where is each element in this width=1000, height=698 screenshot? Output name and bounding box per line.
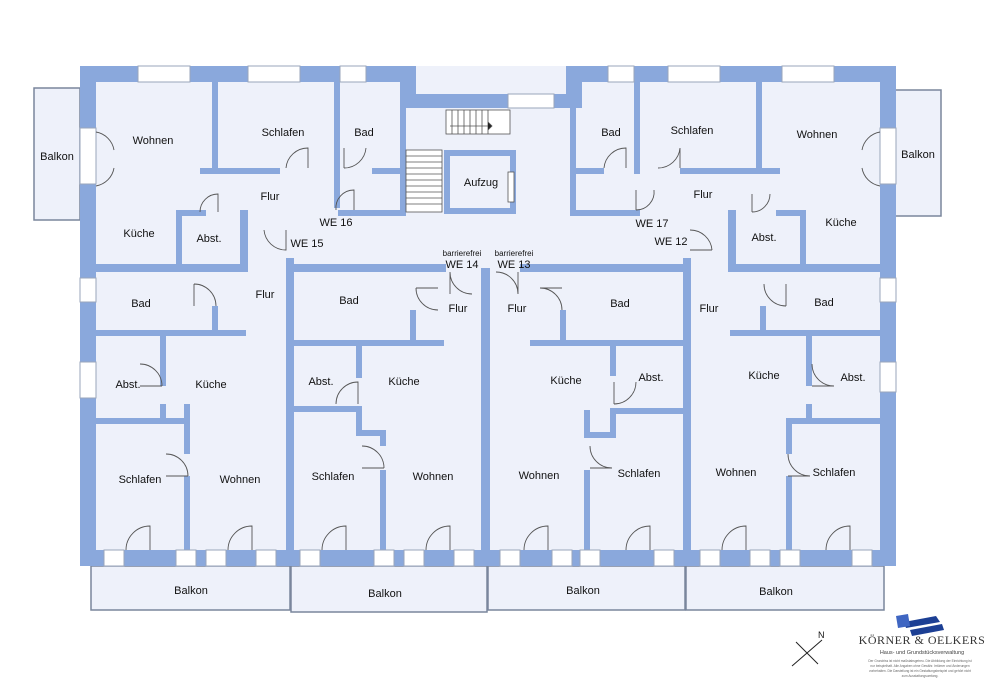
- accessible-label-we14: barrierefrei: [443, 249, 482, 258]
- room-label: Balkon: [40, 151, 74, 163]
- room-label: Bad: [610, 298, 630, 310]
- unit-label-we13: WE 13: [497, 259, 530, 271]
- unit-label-we15: WE 15: [290, 238, 323, 250]
- room-label: Flur: [261, 191, 280, 203]
- room-label: Wohnen: [133, 135, 174, 147]
- staircase: [405, 109, 515, 213]
- room-label: Schlafen: [671, 125, 714, 137]
- room-label: Balkon: [368, 588, 402, 600]
- room-label: Schlafen: [119, 474, 162, 486]
- room-label: Wohnen: [220, 474, 261, 486]
- unit-label-we12: WE 12: [654, 236, 687, 248]
- company-logo: KÖRNER & OELKERS Haus- und Grundstücksve…: [859, 614, 986, 678]
- room-label: Balkon: [174, 585, 208, 597]
- room-label: Schlafen: [618, 468, 661, 480]
- room-label: Bad: [814, 297, 834, 309]
- room-label: Küche: [825, 217, 856, 229]
- room-label: Abst.: [308, 376, 333, 388]
- room-label: Abst.: [115, 379, 140, 391]
- room-label: Flur: [256, 289, 275, 301]
- room-label: Wohnen: [716, 467, 757, 479]
- north-label: N: [818, 630, 825, 640]
- room-label: Wohnen: [797, 129, 838, 141]
- north-arrow: N: [791, 630, 825, 667]
- balcony-east: [894, 89, 942, 217]
- room-label: Küche: [123, 228, 154, 240]
- balcony-s2: [290, 565, 488, 613]
- room-label: Abst.: [751, 232, 776, 244]
- room-label: Bad: [601, 127, 621, 139]
- room-label: Balkon: [566, 585, 600, 597]
- room-label: Aufzug: [464, 177, 498, 189]
- room-label: Flur: [449, 303, 468, 315]
- room-label: Küche: [550, 375, 581, 387]
- balcony-s3: [487, 565, 686, 611]
- disclaimer-line: zum Ausstattungsumfang.: [902, 674, 939, 678]
- room-label: Abst.: [638, 372, 663, 384]
- walls: [80, 66, 896, 566]
- accessible-label-we13: barrierefrei: [495, 249, 534, 258]
- room-label: Flur: [700, 303, 719, 315]
- room-label: Bad: [131, 298, 151, 310]
- balcony-s1: [90, 565, 291, 611]
- room-label: Flur: [508, 303, 527, 315]
- room-label: Schlafen: [813, 467, 856, 479]
- disclaimer-line: nur beispielhaft. Alle Angaben ohne Gewä…: [870, 664, 969, 668]
- windows: [79, 65, 897, 567]
- disclaimer-line: Der Grundriss ist nicht maßstabsgetreu. …: [868, 659, 971, 663]
- room-label: Balkon: [901, 149, 935, 161]
- room-label: Bad: [354, 127, 374, 139]
- room-label: Bad: [339, 295, 359, 307]
- room-label: Küche: [195, 379, 226, 391]
- logo-subtitle: Haus- und Grundstücksverwaltung: [880, 650, 964, 656]
- room-label: Küche: [388, 376, 419, 388]
- balcony-s4: [685, 565, 885, 611]
- unit-label-we17: WE 17: [635, 218, 668, 230]
- room-label: Schlafen: [312, 471, 355, 483]
- unit-label-we16: WE 16: [319, 217, 352, 229]
- room-label: Abst.: [196, 233, 221, 245]
- room-label: Balkon: [759, 586, 793, 598]
- balcony-west: [33, 87, 81, 221]
- room-label: Wohnen: [413, 471, 454, 483]
- logo-mark-icon: [896, 614, 944, 636]
- room-label: Abst.: [840, 372, 865, 384]
- room-label: Flur: [694, 189, 713, 201]
- logo-name: KÖRNER & OELKERS: [859, 633, 986, 647]
- room-labels: Wohnen Schlafen Bad Balkon Flur Küche Ab…: [40, 125, 935, 600]
- doors: [95, 131, 881, 551]
- room-label: Wohnen: [519, 470, 560, 482]
- room-label: Schlafen: [262, 127, 305, 139]
- unit-labels: WE 16 WE 15 WE 17 WE 12 barrierefrei WE …: [290, 217, 687, 271]
- disclaimer-line: vorbehalten. Die Darstellung ist ein Ges…: [869, 669, 971, 673]
- room-label: Küche: [748, 370, 779, 382]
- unit-label-we14: WE 14: [445, 259, 478, 271]
